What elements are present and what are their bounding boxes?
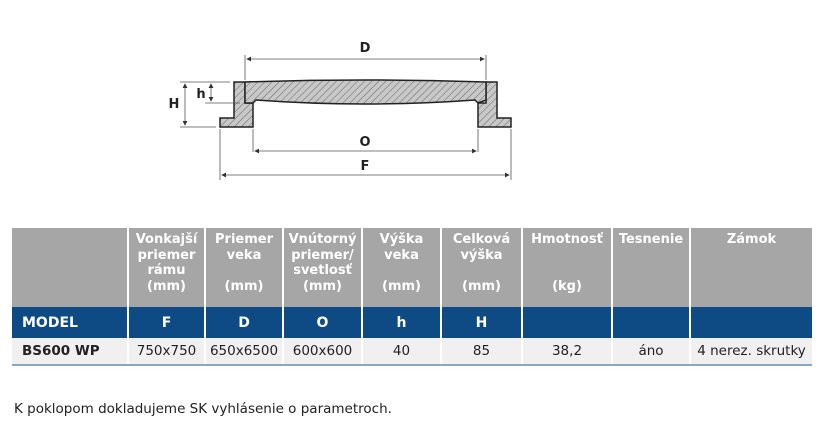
- declaration-note: K poklopom dokladujeme SK vyhlásenie o p…: [14, 401, 392, 417]
- table-row: BS600 WP 750x750 650x6500 600x600 40 85 …: [12, 338, 812, 366]
- symbol-row: MODEL F D O h H: [12, 307, 812, 338]
- symbol-cell: [689, 307, 812, 338]
- symbol-cell: F: [127, 307, 205, 338]
- header-cell: Hmotnosť (kg): [521, 228, 612, 307]
- dimension-label-D: D: [360, 41, 371, 56]
- symbol-cell: O: [282, 307, 362, 338]
- header-cell: Výška veka (mm): [361, 228, 441, 307]
- header-cell: Vnútorný priemer/ svetlosť (mm): [282, 228, 362, 307]
- header-cell: Zámok: [689, 228, 812, 307]
- header-cell: Celková výška (mm): [440, 228, 522, 307]
- table-cell: 40: [361, 338, 441, 366]
- table-cell: 85: [440, 338, 522, 366]
- table-cell: áno: [611, 338, 690, 366]
- manhole-cover-cross-section-diagram: D O F H h: [169, 41, 512, 180]
- symbol-cell: D: [204, 307, 283, 338]
- table-cell: 600x600: [282, 338, 362, 366]
- table-cell: 4 nerez. skrutky: [689, 338, 812, 366]
- table-cell: 38,2: [521, 338, 612, 366]
- symbol-cell: H: [440, 307, 522, 338]
- header-cell: Vonkajší priemer rámu (mm): [127, 228, 205, 307]
- model-cell: BS600 WP: [12, 338, 128, 366]
- dimension-label-F: F: [361, 159, 370, 174]
- header-cell: [12, 228, 128, 307]
- header-cell: Priemer veka (mm): [204, 228, 283, 307]
- dimension-label-H: H: [169, 97, 180, 112]
- lid-section: [244, 79, 487, 105]
- symbol-cell: h: [361, 307, 441, 338]
- dimension-lines: [180, 55, 512, 180]
- symbol-cell: [611, 307, 690, 338]
- dimension-label-h: h: [196, 87, 205, 102]
- symbol-cell: [521, 307, 612, 338]
- table-cell: 750x750: [127, 338, 205, 366]
- product-spec-table: Vonkajší priemer rámu (mm) Priemer veka …: [12, 228, 812, 366]
- header-cell: Tesnenie: [611, 228, 690, 307]
- symbol-cell: MODEL: [12, 307, 128, 338]
- dimension-label-O: O: [359, 135, 370, 150]
- header-row: Vonkajší priemer rámu (mm) Priemer veka …: [12, 228, 812, 307]
- table-cell: 650x6500: [204, 338, 283, 366]
